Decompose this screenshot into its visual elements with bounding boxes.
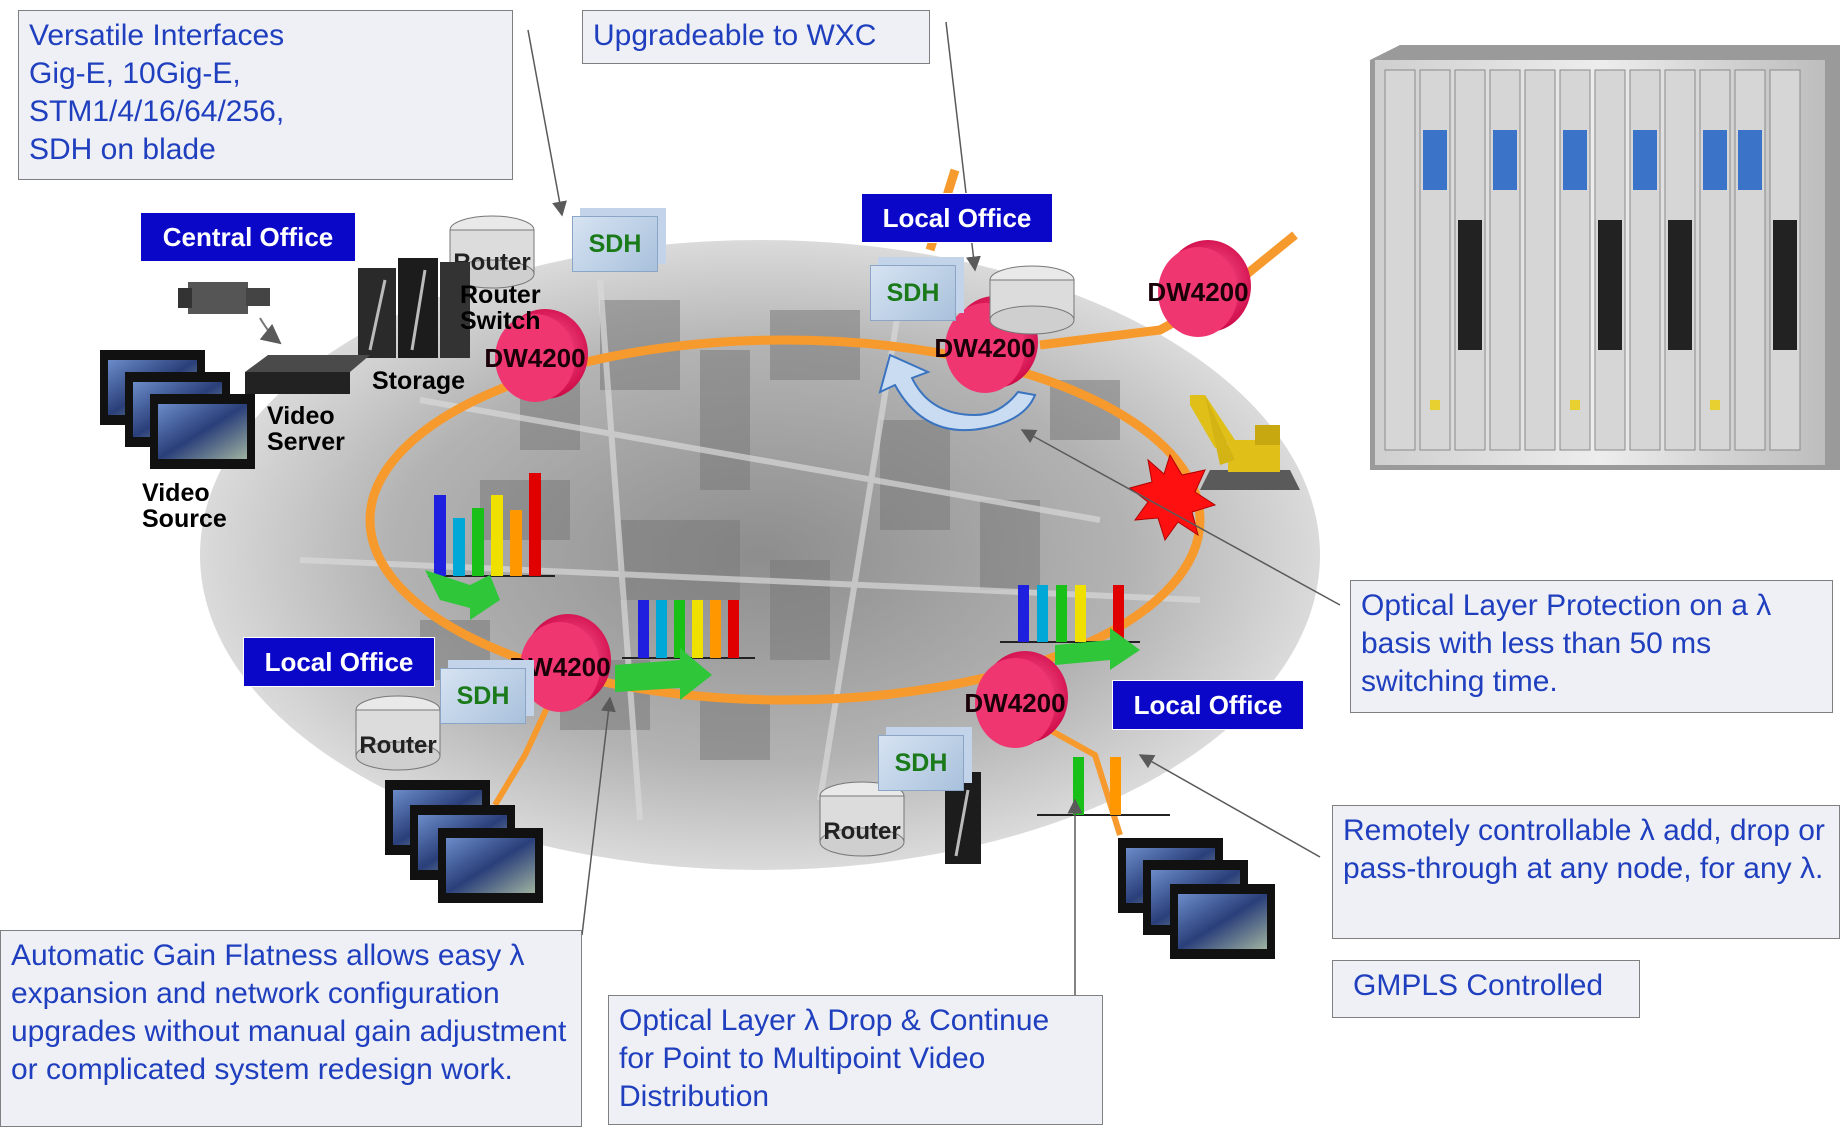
video-source-label: Video Source — [142, 479, 227, 533]
callout-gain-flatness: Automatic Gain Flatness allows easy λ ex… — [0, 930, 582, 1127]
sdh-block: SDH — [440, 668, 526, 724]
storage-icon — [358, 258, 470, 358]
fiber-cut-icon — [1128, 453, 1217, 542]
central-office-badge: Central Office — [140, 212, 356, 262]
router-switch-label: Router Switch — [460, 281, 541, 335]
film-strip-icon — [385, 780, 543, 903]
router-icon: Router — [819, 781, 905, 857]
sdh-block: SDH — [572, 216, 658, 272]
spectrum-chart-left — [428, 473, 555, 577]
spectrum-chart-drop — [1037, 757, 1170, 816]
dw4200-shelf-image — [1370, 45, 1840, 470]
callout-versatile-interfaces: Versatile Interfaces Gig-E, 10Gig-E, STM… — [18, 10, 513, 180]
callout-upgradeable-wxc: Upgradeable to WXC — [582, 10, 930, 64]
film-strip-icon — [100, 350, 255, 469]
callout-remote-add-drop: Remotely controllable λ add, drop or pas… — [1332, 805, 1840, 939]
sdh-block: SDH — [878, 735, 964, 791]
video-server-label: Video Server — [267, 402, 345, 456]
excavator-icon — [1190, 395, 1300, 490]
dw4200-label: DW4200 — [964, 688, 1065, 718]
video-server-icon — [245, 355, 370, 394]
city-blocks — [420, 300, 1120, 760]
dw4200-node: DW4200 — [509, 614, 611, 712]
dw4200-label: DW4200 — [484, 343, 585, 373]
film-strips — [100, 350, 1275, 959]
protection-switch-icon — [878, 353, 1037, 432]
green-arrow-icon — [1055, 628, 1140, 670]
router-label: Router — [823, 818, 900, 845]
router-icon: Router — [355, 695, 441, 771]
callout-optical-protection: Optical Layer Protection on a λ basis wi… — [1350, 580, 1833, 713]
storage-label: Storage — [372, 367, 466, 395]
video-camera-icon — [178, 282, 282, 345]
local-office-badge-right: Local Office — [1112, 680, 1304, 730]
router-icon: Router — [449, 215, 535, 289]
dw4200-node: DW4200 — [484, 309, 588, 402]
film-strip-icon — [1118, 838, 1275, 959]
green-arrow-icon — [425, 570, 500, 620]
sdh-block: SDH — [870, 265, 956, 321]
dw4200-label: DW4200 — [509, 652, 610, 682]
local-office-badge-left: Local Office — [243, 637, 435, 687]
router-icon — [989, 265, 1075, 335]
router-label: Router — [359, 732, 436, 759]
dw4200-node: DW4200 — [964, 651, 1068, 748]
dw4200-label: DW4200 — [934, 333, 1035, 363]
fiber-ring — [365, 335, 1205, 705]
callout-drop-continue: Optical Layer λ Drop & Continue for Poin… — [608, 995, 1103, 1125]
callout-gmpls: GMPLS Controlled — [1332, 960, 1640, 1018]
dw4200-node: DW4200 — [1147, 240, 1251, 337]
dw4200-label: DW4200 — [1147, 277, 1248, 307]
green-arrow-icon — [615, 648, 712, 700]
local-office-badge-top: Local Office — [861, 193, 1053, 243]
